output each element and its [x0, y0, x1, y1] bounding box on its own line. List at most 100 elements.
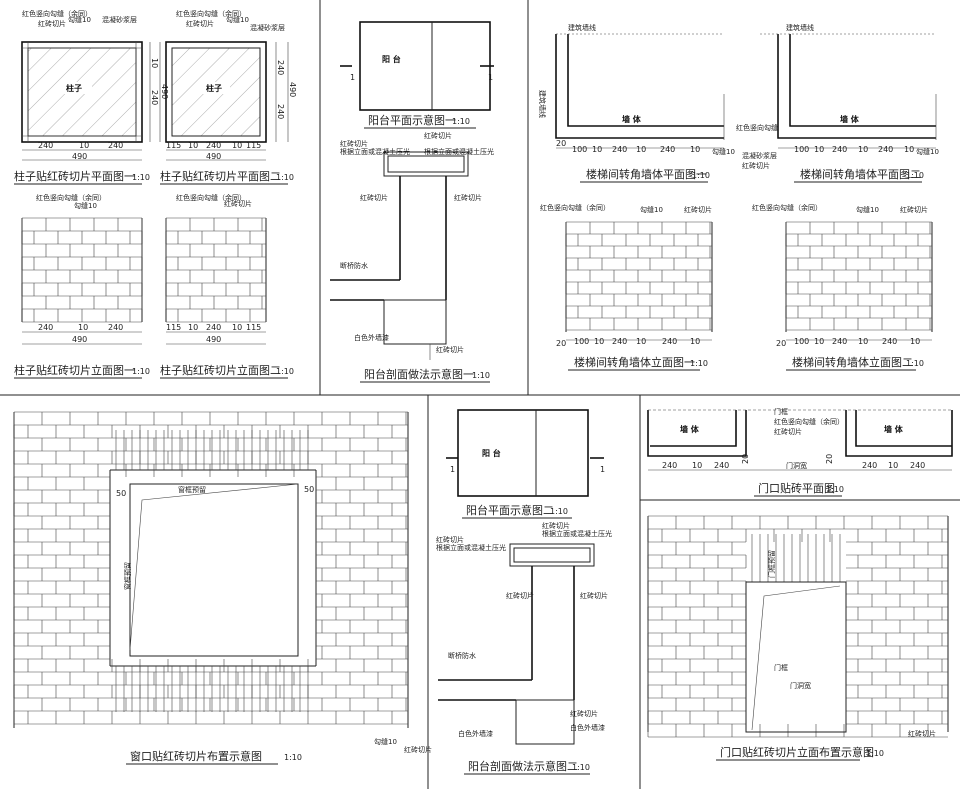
note: 门框预留 [767, 550, 776, 578]
panel-title: 门口贴红砖切片立面布置示意图 [720, 745, 874, 759]
dim: 10 [814, 337, 824, 346]
note: 勾缝10 [640, 205, 663, 214]
window-opening [129, 483, 299, 657]
dim: 240 [910, 461, 925, 470]
note: 根据立面或混凝土压光 [424, 147, 494, 156]
cut-mark: 1 [350, 73, 355, 82]
stair-corner-elevation-2: 红色竖向勾缝（余同） 勾缝10 红砖切片 20 100 10 240 10 24… [752, 203, 933, 371]
note: 红砖切片 [542, 521, 570, 530]
note: 红色竖向勾缝（余同） [176, 193, 246, 202]
note: 红色竖向勾缝（余同） [22, 9, 92, 18]
panel-scale: 1:10 [692, 171, 710, 180]
note: 建筑墙线 [786, 23, 814, 32]
dim: 240 [108, 323, 123, 332]
note: 红砖切片 [436, 535, 464, 544]
panel-scale: 1:10 [866, 749, 884, 758]
note: 白色外墙漆 [354, 333, 389, 342]
panel-scale: 1:10 [132, 173, 150, 182]
balcony-label: 阳 台 [482, 448, 501, 458]
note: 红色竖向勾缝 [736, 123, 778, 132]
dim-total: 490 [72, 335, 87, 344]
panel-scale: 1:10 [132, 367, 150, 376]
panel-title: 柱子贴红砖切片平面图一 [14, 169, 135, 183]
note: 红砖切片 [774, 427, 802, 436]
column-plan-2: 柱子 红色竖向勾缝（余同） 红砖切片 勾缝10 混凝砂浆层 115 10 240… [160, 9, 297, 185]
dim: 240 [612, 337, 627, 346]
note: 红砖切片 [570, 709, 598, 718]
note: 窗框预留 [178, 485, 206, 494]
panel-scale: 1:10 [452, 117, 470, 126]
panel-scale: 1:10 [276, 173, 294, 182]
dim-total: 490 [206, 335, 221, 344]
dim: 10 [814, 145, 824, 154]
dim: 240 [38, 141, 53, 150]
panel-scale: 1:10 [826, 485, 844, 494]
stair-corner-plan-1: 墙 体 建筑墙线 建筑墙线 勾缝10 20 100 10 240 10 240 … [538, 23, 735, 183]
panel-scale: 1:10 [690, 359, 708, 368]
column-label: 柱子 [66, 83, 82, 93]
dim: 115 [166, 323, 181, 332]
note: 红砖切片 [506, 591, 534, 600]
dim: 240 [612, 145, 627, 154]
dim: 20 [776, 339, 786, 348]
dim: 240 [878, 145, 893, 154]
balcony-plan-1: 1 1 阳 台 阳台平面示意图一 1:10 [340, 21, 494, 129]
note: 红砖切片 [684, 205, 712, 214]
note: 建筑墙线 [538, 90, 547, 118]
door-elevation-layout: 门框预留 门框 门洞宽 红砖切片 门口贴红砖切片立面布置示意图 1:10 [647, 515, 949, 761]
dim: 115 [246, 141, 261, 150]
dim: 10 [690, 337, 700, 346]
window-layout: 窗框预留 窗框预留 勾缝10 红砖切片 50 50 窗口贴红砖切片布置示意图 1… [13, 411, 432, 765]
note: 红砖切片 [404, 745, 432, 754]
panel-scale: 1:10 [276, 367, 294, 376]
dim-total: 490 [206, 152, 221, 161]
note: 红砖切片 [424, 131, 452, 140]
note: 根据立面或混凝土压光 [340, 147, 410, 156]
dim: 20 [825, 454, 834, 464]
dim: 240 [660, 145, 675, 154]
cut-mark: 1 [450, 465, 455, 474]
dim-total: 490 [72, 152, 87, 161]
dim: 10 [232, 323, 242, 332]
dim: 10 [188, 323, 198, 332]
note: 门洞宽 [790, 681, 811, 690]
column-elevation-1: 红色竖向勾缝（余同） 勾缝10 240 10 240 490 柱子贴红砖切片立面… [14, 193, 150, 379]
balcony-section-2: 红砖切片 红砖切片 根据立面或混凝土压光 根据立面或混凝土压光 红砖切片 红砖切… [436, 521, 612, 775]
panel-scale: 1:10 [906, 171, 924, 180]
dim: 240 [882, 337, 897, 346]
panel-scale: 1:10 [906, 359, 924, 368]
panel-title: 柱子贴红砖切片立面图二 [160, 363, 281, 377]
note: 门框 [774, 663, 788, 672]
dim: 240 [150, 90, 159, 105]
dim: 10 [150, 58, 159, 68]
dim: 10 [690, 145, 700, 154]
dim: 240 [276, 104, 285, 119]
dim: 50 [116, 489, 126, 498]
note: 门框 [774, 407, 788, 416]
door-plan: 墙 体 墙 体 门框 红色竖向勾缝（余同） 红砖切片 240 10 240 20… [647, 407, 953, 497]
panel-title: 阳台平面示意图一 [368, 113, 456, 127]
dim: 100 [794, 145, 809, 154]
note: 红砖切片 [908, 729, 936, 738]
note: 断桥防水 [340, 261, 368, 270]
note: 红砖切片 [360, 193, 388, 202]
dim: 20 [556, 139, 566, 148]
panel-scale: 1:10 [572, 763, 590, 772]
note: 红砖切片 [580, 591, 608, 600]
panel-title: 柱子贴红砖切片立面图一 [14, 363, 135, 377]
dim: 10 [592, 145, 602, 154]
panel-title: 楼梯间转角墙体平面图一 [586, 167, 707, 181]
panel-title: 楼梯间转角墙体立面图二 [792, 355, 913, 369]
balcony-section-1: 红砖切片 红砖切片 根据立面或混凝土压光 根据立面或混凝土压光 红砖切片 红砖切… [330, 131, 494, 383]
note: 混凝砂浆层 [250, 23, 285, 32]
wall-label: 墙 体 [622, 114, 642, 124]
dim: 240 [662, 461, 677, 470]
panel-title: 楼梯间转角墙体立面图一 [574, 355, 695, 369]
dim: 50 [304, 485, 314, 494]
note: 红砖切片 [742, 161, 770, 170]
dim: 240 [206, 323, 221, 332]
note: 红色竖向勾缝（余同） [36, 193, 106, 202]
dim-total: 490 [160, 84, 169, 99]
